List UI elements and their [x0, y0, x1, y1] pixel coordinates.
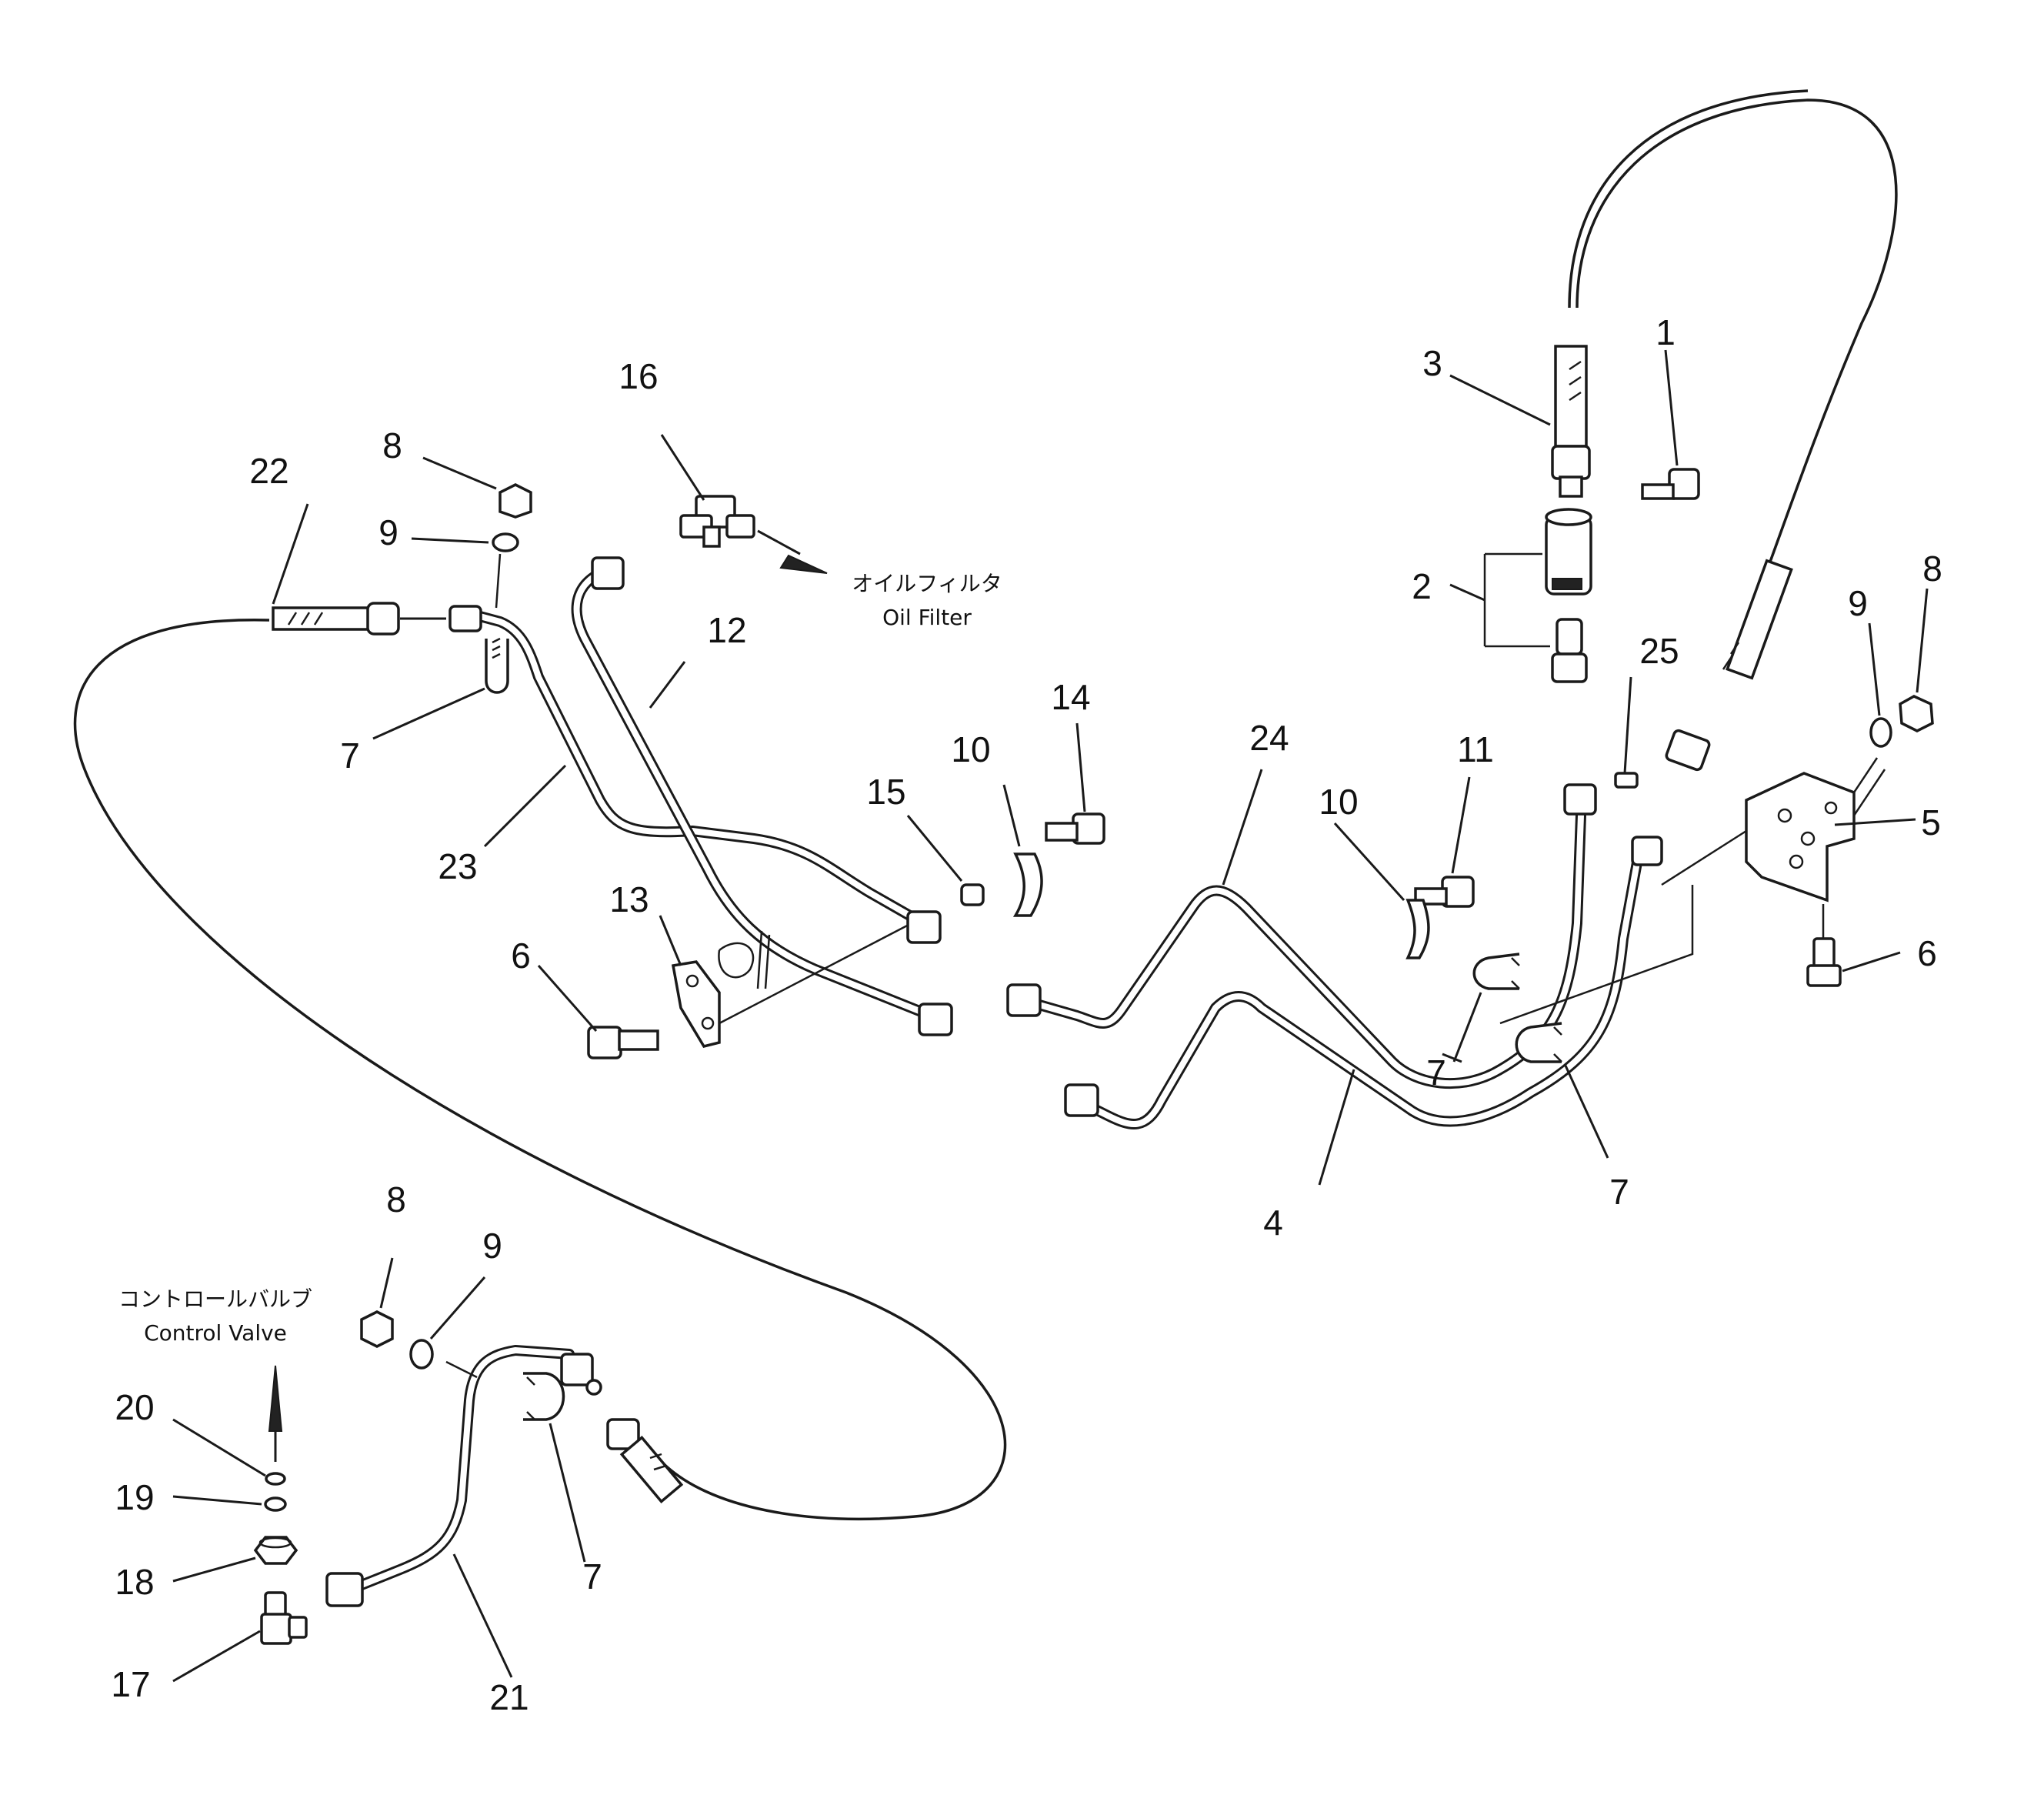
oil-filter-arrow	[757, 529, 828, 574]
callout-21: 21	[489, 1677, 529, 1717]
hose-loop-left	[73, 619, 1007, 1520]
assembly-line-upper	[495, 553, 502, 609]
bracket-5	[1499, 757, 1886, 1025]
oil-filter-label-en: Oil Filter	[882, 605, 972, 630]
callout-14: 14	[1051, 677, 1090, 717]
callout-17: 17	[111, 1664, 150, 1704]
callout-4: 4	[1263, 1203, 1283, 1243]
tube-4-end-fitting	[1064, 1083, 1099, 1117]
callout-9-upper: 9	[378, 512, 398, 552]
washer-9-lower	[409, 1339, 434, 1370]
tube-21-fitting-left	[325, 1572, 364, 1607]
clamp-10-left	[1012, 852, 1043, 917]
callout-15: 15	[866, 772, 905, 812]
callout-6-left: 6	[511, 936, 531, 976]
callout-13: 13	[609, 879, 649, 919]
spacer-15	[960, 883, 985, 906]
tube-4	[1072, 849, 1644, 1129]
ubolt-7-upper-left	[485, 637, 509, 694]
bolt-6-left	[587, 1026, 659, 1059]
control-valve-arrow	[268, 1365, 283, 1462]
tube-21	[356, 1345, 575, 1590]
ubolt-7-lower	[523, 1372, 565, 1421]
callout-12: 12	[707, 610, 746, 650]
nut-8-lower	[360, 1310, 394, 1348]
control-valve-label-jp: コントロールバルブ	[118, 1286, 312, 1312]
callout-11: 11	[1457, 729, 1494, 769]
assembly-line-lower	[445, 1360, 478, 1379]
hose-fitting-lower	[606, 1418, 684, 1504]
callout-18: 18	[115, 1562, 154, 1602]
tube-4-top-fitting	[1631, 836, 1663, 866]
elbow-17	[260, 1591, 308, 1645]
tube-24-end-fitting	[1006, 983, 1042, 1017]
callout-8-upper: 8	[382, 425, 402, 465]
callout-20: 20	[115, 1387, 154, 1427]
tube-12	[571, 568, 936, 1021]
callout-6-right: 6	[1917, 933, 1937, 973]
callout-8-right: 8	[1922, 549, 1942, 589]
callout-8-lower: 8	[386, 1179, 406, 1219]
hose-fitting-22	[272, 602, 446, 636]
callout-5: 5	[1921, 802, 1941, 842]
ubolt-7-mid-1	[1472, 953, 1520, 990]
nut-8-upper	[498, 483, 532, 519]
control-valve-label-en: Control Valve	[144, 1320, 287, 1346]
callout-24: 24	[1249, 718, 1289, 758]
callout-7-right: 7	[1609, 1172, 1629, 1212]
callout-9-lower: 9	[482, 1226, 502, 1266]
oil-filter-label-jp: オイルフィルタ	[852, 571, 1002, 596]
tube-21-fitting-right	[560, 1353, 602, 1396]
callout-10-right: 10	[1319, 782, 1358, 822]
ubolt-7-mid-2	[1515, 1022, 1562, 1063]
callout-3: 3	[1422, 343, 1442, 383]
callout-1: 1	[1656, 312, 1676, 352]
plate-13	[671, 922, 912, 1049]
tee-fitting-16	[591, 495, 755, 590]
washer-9-right	[1869, 717, 1892, 748]
callout-19: 19	[115, 1477, 154, 1517]
tube-24	[1018, 810, 1586, 1089]
callout-16: 16	[619, 356, 658, 396]
coupler-2	[1483, 508, 1592, 683]
hose-right-lower-fitting	[1665, 559, 1793, 772]
bolt-14	[1045, 812, 1105, 845]
callout-10-left: 10	[951, 729, 990, 769]
tube-12-end-fitting	[918, 1003, 953, 1036]
washer-9-upper	[492, 532, 519, 552]
oring-19	[264, 1496, 287, 1512]
hose-fitting-3	[1551, 345, 1591, 498]
nut-18	[253, 1536, 298, 1565]
callout-7-mid: 7	[1426, 1053, 1446, 1093]
tube-23	[472, 610, 929, 929]
leader-lines	[172, 349, 1929, 1683]
bolt-6-right	[1806, 904, 1842, 987]
tube-24-top-fitting	[1563, 783, 1597, 816]
hose-loop-right	[1576, 98, 1898, 586]
bolt-1	[1641, 468, 1700, 500]
callout-7-lower: 7	[582, 1556, 602, 1596]
hose-loop-right-inner	[1568, 89, 1809, 309]
clip-near-13	[718, 930, 771, 989]
plug-25	[1614, 772, 1639, 789]
callout-9-right: 9	[1848, 583, 1868, 623]
callout-7-upper-left: 7	[340, 736, 360, 776]
callout-23: 23	[438, 846, 477, 886]
callout-22: 22	[249, 451, 288, 491]
oring-20	[265, 1472, 286, 1486]
tube-23-fitting	[448, 605, 482, 632]
tube-23-end-fitting	[906, 910, 942, 944]
callout-2: 2	[1412, 566, 1432, 606]
clamp-10-right	[1405, 899, 1430, 959]
callout-25: 25	[1639, 631, 1679, 671]
nut-8-right	[1899, 695, 1934, 732]
